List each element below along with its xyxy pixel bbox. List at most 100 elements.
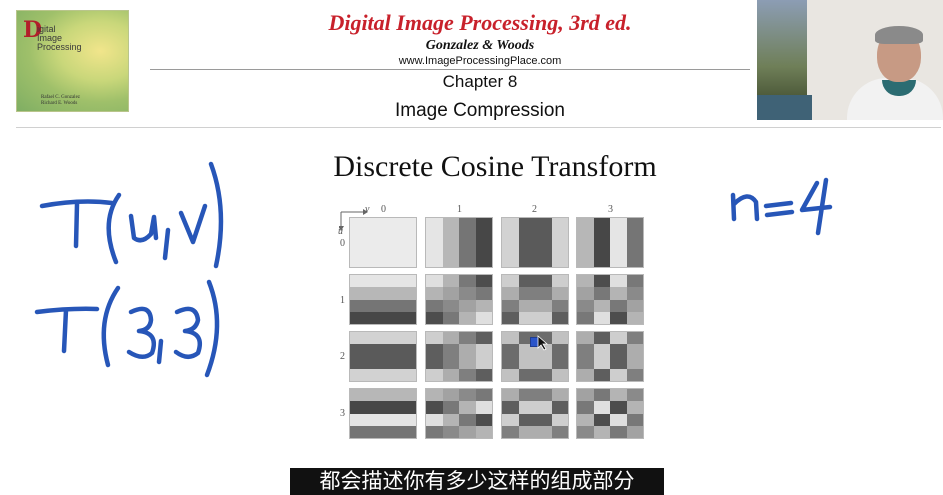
basis-pixel [535, 287, 552, 300]
basis-pixel [593, 230, 610, 243]
presenter-collar [882, 80, 916, 96]
cover-title-line: igital [37, 24, 56, 34]
basis-pixel [442, 356, 459, 369]
basis-pixel [383, 230, 400, 243]
basis-pixel [502, 413, 519, 426]
basis-pixel [459, 218, 476, 231]
basis-pixel [426, 275, 443, 288]
basis-pixel [518, 389, 535, 402]
basis-pixel [610, 344, 627, 357]
cover-title: igital Image Processing [37, 25, 82, 52]
col-tick: 0 [381, 204, 386, 215]
basis-pixel [366, 242, 383, 255]
basis-pixel [399, 275, 416, 288]
basis-pixel [426, 242, 443, 255]
basis-pixel [366, 311, 383, 324]
basis-pixel [366, 287, 383, 300]
basis-pixel [593, 332, 610, 345]
basis-pixel [399, 425, 416, 438]
basis-pixel [350, 242, 367, 255]
basis-pixel [626, 413, 643, 426]
basis-pixel [518, 401, 535, 414]
basis-pixel [535, 299, 552, 312]
basis-pixel [535, 389, 552, 402]
basis-pixel [518, 287, 535, 300]
basis-pixel [426, 344, 443, 357]
basis-pixel [502, 425, 519, 438]
axis-arrows [339, 209, 368, 231]
basis-pixel [551, 230, 568, 243]
slide-divider [16, 127, 941, 128]
dct-basis-figure: v u 0 1 2 3 0 1 2 3 [335, 203, 650, 443]
basis-pixel [593, 344, 610, 357]
basis-pixel [350, 332, 367, 345]
basis-pixel [475, 230, 492, 243]
basis-pixel [366, 299, 383, 312]
basis-pixel [475, 332, 492, 345]
ink-four [799, 177, 833, 236]
book-authors: Gonzalez & Woods [425, 38, 535, 53]
basis-pixel [535, 230, 552, 243]
basis-image-u3-v1 [425, 388, 493, 439]
basis-pixel [442, 368, 459, 381]
basis-pixel [551, 311, 568, 324]
basis-pixel [551, 368, 568, 381]
basis-pixel [502, 311, 519, 324]
basis-pixel [626, 275, 643, 288]
basis-pixel [426, 425, 443, 438]
basis-pixel [518, 230, 535, 243]
basis-pixel [366, 401, 383, 414]
ink-t1-stem [73, 201, 80, 249]
basis-pixel [518, 413, 535, 426]
basis-pixel [610, 368, 627, 381]
cover-initial: D [23, 17, 43, 43]
basis-pixel [442, 311, 459, 324]
v-axis-label: v [365, 204, 370, 215]
basis-pixel [475, 401, 492, 414]
basis-pixel [459, 275, 476, 288]
basis-pixel [399, 311, 416, 324]
basis-pixel [426, 311, 443, 324]
basis-pixel [551, 413, 568, 426]
basis-pixel [442, 389, 459, 402]
basis-pixel [593, 242, 610, 255]
basis-pixel [426, 356, 443, 369]
basis-pixel [502, 254, 519, 267]
basis-pixel [426, 401, 443, 414]
basis-pixel [626, 311, 643, 324]
basis-pixel [593, 356, 610, 369]
basis-pixel [502, 389, 519, 402]
basis-pixel [426, 332, 443, 345]
basis-pixel [577, 413, 594, 426]
basis-pixel [577, 356, 594, 369]
basis-pixel [593, 413, 610, 426]
basis-pixel [593, 368, 610, 381]
basis-pixel [626, 389, 643, 402]
ink-paren-open [106, 192, 122, 265]
ink-n [730, 192, 760, 222]
basis-pixel [366, 218, 383, 231]
basis-pixel [399, 230, 416, 243]
basis-pixel [593, 401, 610, 414]
basis-pixel [502, 344, 519, 357]
basis-pixel [426, 413, 443, 426]
basis-pixel [383, 311, 400, 324]
basis-pixel [518, 368, 535, 381]
basis-pixel [577, 332, 594, 345]
basis-image-u0-v2 [501, 217, 569, 268]
basis-pixel [535, 401, 552, 414]
basis-pixel [626, 287, 643, 300]
basis-pixel [518, 425, 535, 438]
chapter-subject: Image Compression [394, 100, 566, 121]
basis-pixel [502, 287, 519, 300]
basis-pixel [518, 311, 535, 324]
basis-pixel [502, 275, 519, 288]
basis-pixel [399, 368, 416, 381]
basis-pixel [577, 368, 594, 381]
cover-author: Richard E. Woods [41, 101, 78, 106]
basis-pixel [502, 401, 519, 414]
basis-pixel [551, 299, 568, 312]
basis-pixel [442, 254, 459, 267]
basis-image-u0-v3 [576, 217, 644, 268]
basis-pixel [518, 299, 535, 312]
